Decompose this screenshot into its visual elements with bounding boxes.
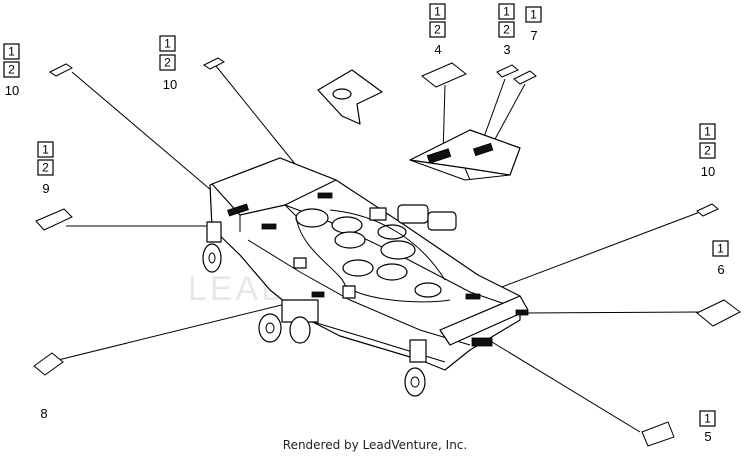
callout-10-center: 1 2 10 [159,35,177,92]
caster-wheel-left-rear [202,221,222,273]
svg-text:5: 5 [704,429,711,444]
callout-4: 1 2 4 [429,3,446,57]
svg-text:10: 10 [5,83,19,98]
decal-10a [49,63,73,77]
svg-text:6: 6 [717,262,724,277]
callout-9: 1 2 9 [37,141,54,196]
decal-4 [421,62,467,88]
svg-text:1: 1 [704,125,711,139]
svg-text:1: 1 [704,412,711,426]
decal-10c [696,203,719,217]
svg-text:9: 9 [42,181,49,196]
callout-5: 1 5 [699,410,716,444]
footer-credit: Rendered by LeadVenture, Inc. [282,438,468,452]
svg-text:2: 2 [164,56,171,70]
svg-text:1: 1 [8,45,15,59]
svg-text:10: 10 [701,164,715,179]
svg-text:3: 3 [503,42,510,57]
svg-text:2: 2 [8,63,15,77]
svg-text:1: 1 [717,242,724,256]
belt-shield-plate [317,69,383,125]
decal-5 [641,421,675,447]
decal-8 [33,352,64,376]
leader-lines [49,65,701,433]
svg-text:1: 1 [434,5,441,19]
callout-10-right: 1 2 10 [699,123,716,179]
svg-text:4: 4 [434,42,441,57]
decal-shapes [33,57,741,447]
callout-3: 1 2 3 [498,3,515,57]
decal-7 [513,70,537,85]
svg-text:1: 1 [530,8,537,22]
callout-8: 8 [40,406,47,421]
callout-6: 1 6 [712,240,729,277]
svg-text:2: 2 [704,144,711,158]
caster-wheel-right-front [404,339,427,397]
decal-3 [496,64,519,78]
caster-wheel-left-front [258,299,319,344]
svg-text:1: 1 [503,5,510,19]
svg-text:2: 2 [503,23,510,37]
decal-10b [203,57,225,70]
svg-text:1: 1 [42,143,49,157]
svg-text:1: 1 [164,37,171,51]
svg-text:2: 2 [42,161,49,175]
mower-deck [202,157,529,397]
svg-text:7: 7 [530,28,537,43]
svg-text:2: 2 [434,23,441,37]
svg-text:10: 10 [163,77,177,92]
callout-10-left: 1 2 10 [3,43,20,98]
svg-text:8: 8 [40,406,47,421]
callout-7: 1 7 [525,6,542,43]
belt-cover-plate [409,129,521,181]
decal-6 [696,299,741,327]
decal-9 [35,208,73,231]
